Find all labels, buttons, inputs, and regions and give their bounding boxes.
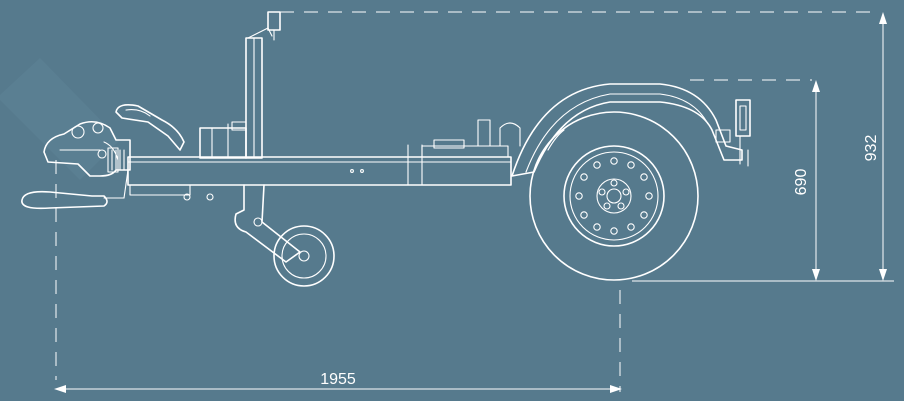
length-dimension: 1955 [54, 371, 622, 393]
brake-bracket [199, 121, 247, 159]
length-label: 1955 [320, 371, 356, 388]
axle-height-dimension: 690 [793, 80, 820, 281]
background-chevron-shape [0, 58, 120, 180]
jockey-wheel [234, 184, 335, 287]
wheel-vent-holes [575, 157, 653, 235]
main-wheel [529, 111, 699, 281]
total-height-dimension: 932 [863, 12, 887, 281]
axle-height-label: 690 [793, 169, 810, 196]
support-mast [245, 11, 281, 159]
fender [511, 83, 743, 177]
wheel-bolts [598, 179, 630, 210]
total-height-label: 932 [863, 135, 880, 162]
damper-bellows [107, 147, 125, 173]
rear-light [715, 99, 751, 167]
dimension-guides [55, 11, 894, 392]
brake-handle [115, 104, 185, 151]
breakaway-cable [21, 169, 129, 210]
chassis-beam [127, 119, 521, 201]
